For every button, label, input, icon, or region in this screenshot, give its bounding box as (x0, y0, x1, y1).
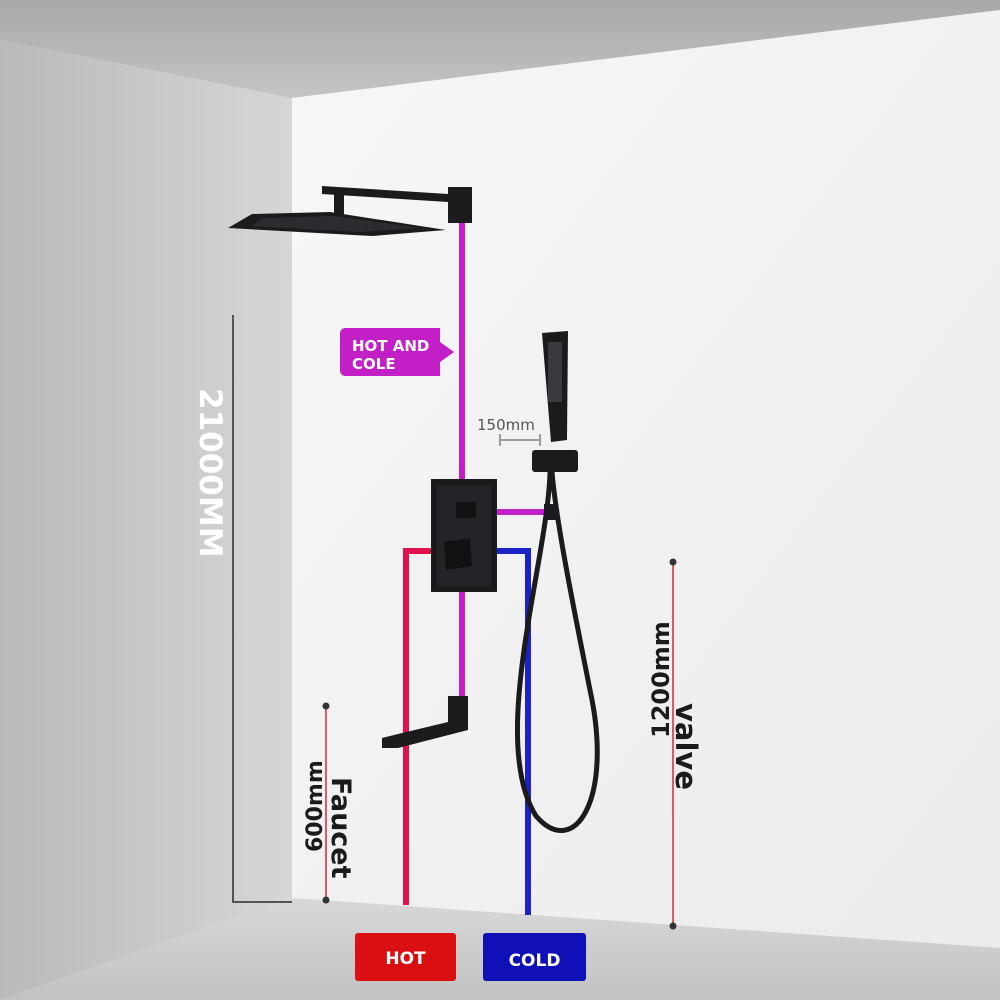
hot-and-cold-label-line1: HOT AND (352, 337, 429, 355)
hot-label: HOT (385, 949, 426, 969)
shower-arm-drop (334, 192, 344, 214)
rain-shower (228, 186, 472, 236)
valve-handle (444, 538, 472, 570)
valve-name-label: valve (669, 703, 703, 790)
hand-shower-holder (532, 450, 578, 472)
hot-and-cold-label-line2: COLE (352, 355, 396, 373)
spacing-label: 150mm (477, 416, 535, 434)
spacing-marker: 150mm (477, 416, 541, 446)
mixing-valve (431, 479, 497, 592)
hot-pipe (403, 548, 438, 905)
ceiling (0, 0, 1000, 98)
cold-label: COLD (509, 951, 561, 971)
shower-arm (322, 186, 448, 202)
back-wall (292, 10, 1000, 948)
hot-and-cold-tag: HOT AND COLE (340, 328, 454, 376)
mixed-pipe (459, 222, 548, 700)
side-wall (0, 40, 292, 1000)
cold-badge: COLD (483, 933, 586, 981)
total-height-dimension: 21000MM (192, 315, 292, 903)
tub-spout (382, 696, 468, 748)
valve-height-dimension: 1200mm valve (647, 558, 703, 930)
valve-height-label: 1200mm (647, 621, 675, 738)
hand-shower-hose (514, 469, 600, 833)
diverter-knob (456, 502, 476, 518)
faucet-height-dimension: 600mm Faucet (303, 702, 356, 904)
total-height-label: 21000MM (192, 388, 228, 558)
faucet-height-label: 600mm (303, 760, 328, 852)
hot-badge: HOT (355, 933, 456, 981)
shower-wall-flange (448, 187, 472, 223)
faucet-name-label: Faucet (325, 777, 356, 879)
hand-shower (514, 331, 600, 833)
